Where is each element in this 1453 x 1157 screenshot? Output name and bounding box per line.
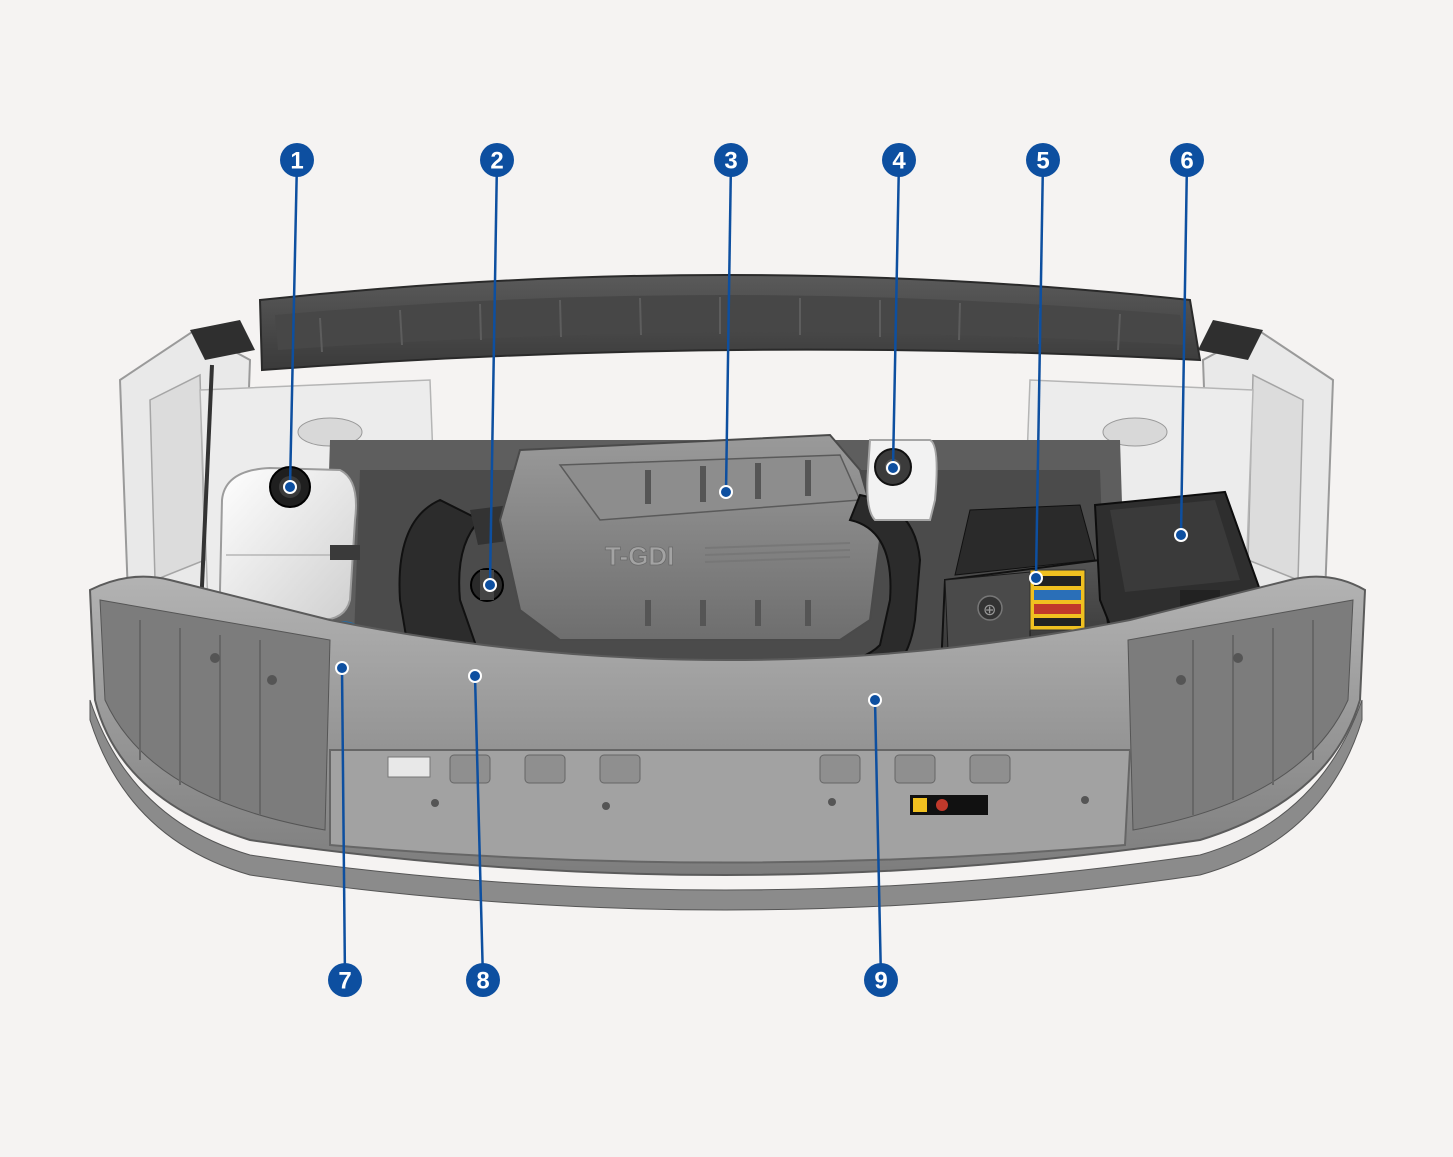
callout-8-number: 8 (476, 968, 489, 995)
callout-1-leader-line (288, 159, 299, 488)
callout-3-number: 3 (724, 148, 737, 175)
engine-cover-stripes (704, 542, 851, 563)
battery-tray-cover (954, 504, 1096, 576)
callout-4-target-dot (886, 461, 900, 475)
battery-positive-symbol: ⊕ (983, 600, 996, 619)
callout-8-target-dot (468, 669, 482, 683)
callout-2-target-dot (483, 578, 497, 592)
callout-3: 3 (714, 143, 748, 499)
right-fender-inner (1247, 373, 1304, 582)
callout-9-leader-line (873, 699, 883, 981)
callout-8-leader-line (473, 675, 485, 981)
panel-bolts (210, 653, 1243, 810)
front-panel-lip (89, 699, 1363, 911)
radiator-cover-tabs (449, 754, 1011, 784)
callout-2-leader-line (488, 159, 499, 586)
callout-2-badge (480, 143, 514, 177)
battery-terminal-cover (977, 595, 1003, 621)
callout-2-number: 2 (490, 148, 503, 175)
callout-2: 2 (480, 143, 514, 592)
callout-5-leader-line (1034, 159, 1045, 579)
callout-3-leader-line (724, 159, 733, 493)
callout-5-badge (1026, 143, 1060, 177)
callout-9-number: 9 (874, 968, 887, 995)
callout-4: 4 (882, 143, 916, 475)
callout-6-target-dot (1174, 528, 1188, 542)
right-hood-hinge (1198, 320, 1263, 360)
callout-4-number: 4 (892, 148, 906, 175)
callout-1: 1 (280, 143, 314, 494)
left-fender-inner (149, 373, 206, 582)
front-panel-right-vent (1127, 599, 1354, 831)
callout-7-badge (328, 963, 362, 997)
callout-7-leader-line (340, 667, 347, 981)
callout-layer: 1 2 3 4 5 6 7 8 9 (280, 143, 1204, 997)
cowl-vent (275, 295, 1185, 350)
callout-3-target-dot (719, 485, 733, 499)
callout-3-badge (714, 143, 748, 177)
callout-7: 7 (328, 661, 362, 997)
front-panel-left-vent (99, 599, 331, 831)
coolant-hose-fitting (330, 545, 360, 560)
callout-6-leader-line (1179, 159, 1189, 536)
fan-warning-label (910, 795, 988, 815)
fuse-box-lid (1110, 500, 1240, 592)
callout-5-target-dot (1029, 571, 1043, 585)
callout-9-target-dot (868, 693, 882, 707)
engine-cover-ribs (645, 460, 811, 626)
callout-4-leader-line (891, 159, 901, 469)
right-strut-mount (1102, 417, 1168, 447)
callout-9-badge (864, 963, 898, 997)
callout-6: 6 (1170, 143, 1204, 542)
hood-prop-rod (198, 364, 214, 631)
callout-8-badge (466, 963, 500, 997)
front-panel-ribs (139, 620, 1314, 815)
left-hood-hinge (190, 320, 255, 360)
callout-7-number: 7 (338, 968, 351, 995)
callout-8: 8 (466, 669, 500, 997)
engine-badge: T-GDI (605, 541, 674, 571)
callout-6-number: 6 (1180, 148, 1193, 175)
callout-1-target-dot (283, 480, 297, 494)
callout-9: 9 (864, 693, 898, 997)
callout-5-number: 5 (1036, 148, 1049, 175)
callout-1-badge (280, 143, 314, 177)
callout-7-target-dot (335, 661, 349, 675)
callout-6-badge (1170, 143, 1204, 177)
callout-1-number: 1 (290, 148, 303, 175)
emission-label (387, 756, 431, 778)
callout-5: 5 (1026, 143, 1060, 585)
callout-4-badge (882, 143, 916, 177)
